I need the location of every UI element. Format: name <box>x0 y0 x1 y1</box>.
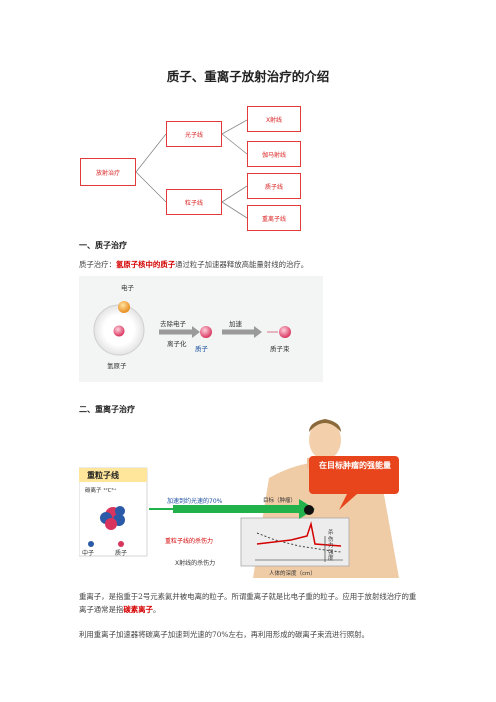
callout-text: 在目标肿瘤的强能量 <box>319 461 391 470</box>
heavy-ion-figure-art <box>78 419 399 578</box>
label-neutron: 中子 <box>82 550 95 557</box>
label-beam: 质子束 <box>270 345 290 353</box>
proton-figure-art <box>93 301 291 356</box>
page-title: 质子、重离子放射治疗的介绍 <box>166 69 330 84</box>
label-carbon: 碳离子 ¹²C⁶⁺ <box>85 488 117 494</box>
tumor-icon <box>304 505 314 515</box>
head-icon <box>309 420 341 460</box>
label-accel: 加速到约光速的70% <box>167 498 223 505</box>
tree-branch-particle: 粒子线 <box>166 189 222 215</box>
electron-icon <box>118 301 130 313</box>
section2-para2: 利用重离子加速器将碳离子加速到光速的70%左右，再利用形成的碳离子束流进行照射。 <box>79 630 369 639</box>
neutron-icon <box>88 541 94 547</box>
tree-branch-photon: 光子线 <box>166 121 222 147</box>
label-hydrogen: 氢原子 <box>107 362 127 370</box>
label-proton: 质子 <box>195 345 208 353</box>
section1-prefix: 质子治疗： <box>79 260 116 269</box>
proton-figure: 电子 去除电子 离子化 加速 氢原子 质子 质子束 <box>79 276 323 382</box>
section1-highlight: 氢原子核中的质子 <box>115 260 176 269</box>
para1-highlight: 碳素离子 <box>123 605 153 614</box>
tree-leaf-proton: 质子线 <box>247 173 301 199</box>
proton-beam-icon <box>279 326 291 338</box>
para1-end: 。 <box>152 605 161 614</box>
tree-connectors <box>135 119 248 219</box>
section2-para1: 重离子，是指重于2号元素氦并被电离的粒子。所谓重离子就是比电子重的粒子。应用于放… <box>79 590 419 616</box>
label-target: 目标（肿瘤） <box>263 498 297 504</box>
label-depth: 人体的深度（cm） <box>269 571 316 577</box>
label-electron: 电子 <box>121 284 134 292</box>
label-ionize: 离子化 <box>167 340 187 348</box>
section1-text: 质子治疗：氢原子核中的质子通过粒子加速器释放高能量射线的治疗。 <box>79 258 419 271</box>
label-xray-kill: X射线的杀伤力 <box>175 560 216 567</box>
label-remove: 去除电子 <box>160 320 186 328</box>
box-title: 重粒子线 <box>87 471 119 480</box>
label-heavy-kill: 重粒子线的杀伤力 <box>165 538 214 545</box>
section2-heading: 二、重离子治疗 <box>79 405 135 414</box>
proton-icon <box>200 326 212 338</box>
label-kill-axis: 杀伤力强度 <box>328 530 334 562</box>
proton-particle-icon <box>118 541 124 547</box>
label-accelerate: 加速 <box>229 320 242 328</box>
tree-root: 放射治疗 <box>80 158 136 186</box>
section1-heading: 一、质子治疗 <box>79 241 127 250</box>
hydrogen-nucleus-icon <box>113 325 125 337</box>
para1-text: 重离子，是指重于2号元素氦并被电离的粒子。所谓重离子就是比电子重的粒子。应用于放… <box>79 592 417 614</box>
tree-leaf-gamma: 伽马射线 <box>247 141 301 167</box>
section1-suffix: 通过粒子加速器释放高能量射线的治疗。 <box>175 260 309 269</box>
tree-leaf-xray: X射线 <box>247 106 301 132</box>
label-proton2: 质子 <box>115 550 128 557</box>
heavy-ion-figure: 重粒子线 碳离子 ¹²C⁶⁺ 中子 质子 加速到约光速的70% 目标（肿瘤） 在… <box>78 418 419 578</box>
tree-leaf-heavy: 重离子线 <box>247 205 301 231</box>
